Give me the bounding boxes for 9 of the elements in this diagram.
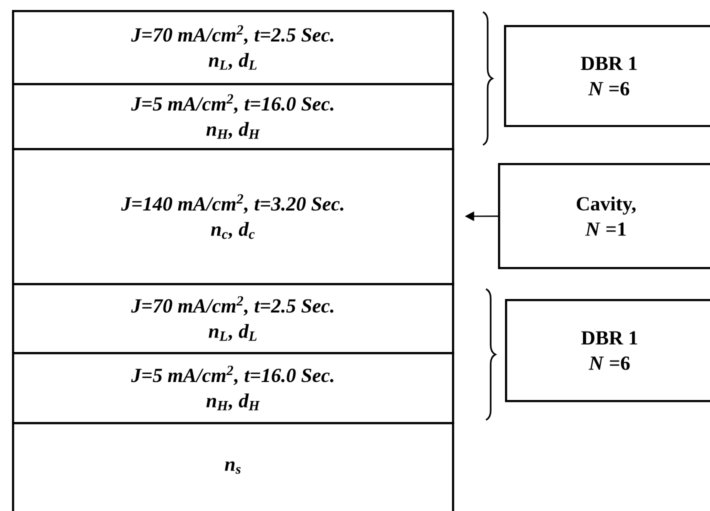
layer-box: J=5 mA/cm$^{2}$, t=16.0 Sec. n$_{H}$, d$_{H}$ — [12, 352, 454, 424]
layer-box: J=5 mA/cm$^{2}$, t=16.0 Sec. n$_{H}$, d$_{H}$ — [12, 83, 454, 150]
layer-box: n$_{s}$ — [12, 422, 454, 511]
label-box: DBR 1 N =6 — [504, 25, 710, 128]
layer-box: J=70 mA/cm$^{2}$, t=2.5 Sec. n$_{L}$, d$_{L}$ — [12, 283, 454, 354]
layer-box: J=70 mA/cm$^{2}$, t=2.5 Sec. n$_{L}$, d$_{L}$ — [12, 10, 454, 86]
label-box: Cavity, N =1 — [498, 163, 710, 270]
layer-box: J=140 mA/cm$^{2}$, t=3.20 Sec. n$_{c}$, d$_{c}$ — [12, 148, 454, 286]
label-box: DBR 1 N =6 — [505, 299, 710, 402]
